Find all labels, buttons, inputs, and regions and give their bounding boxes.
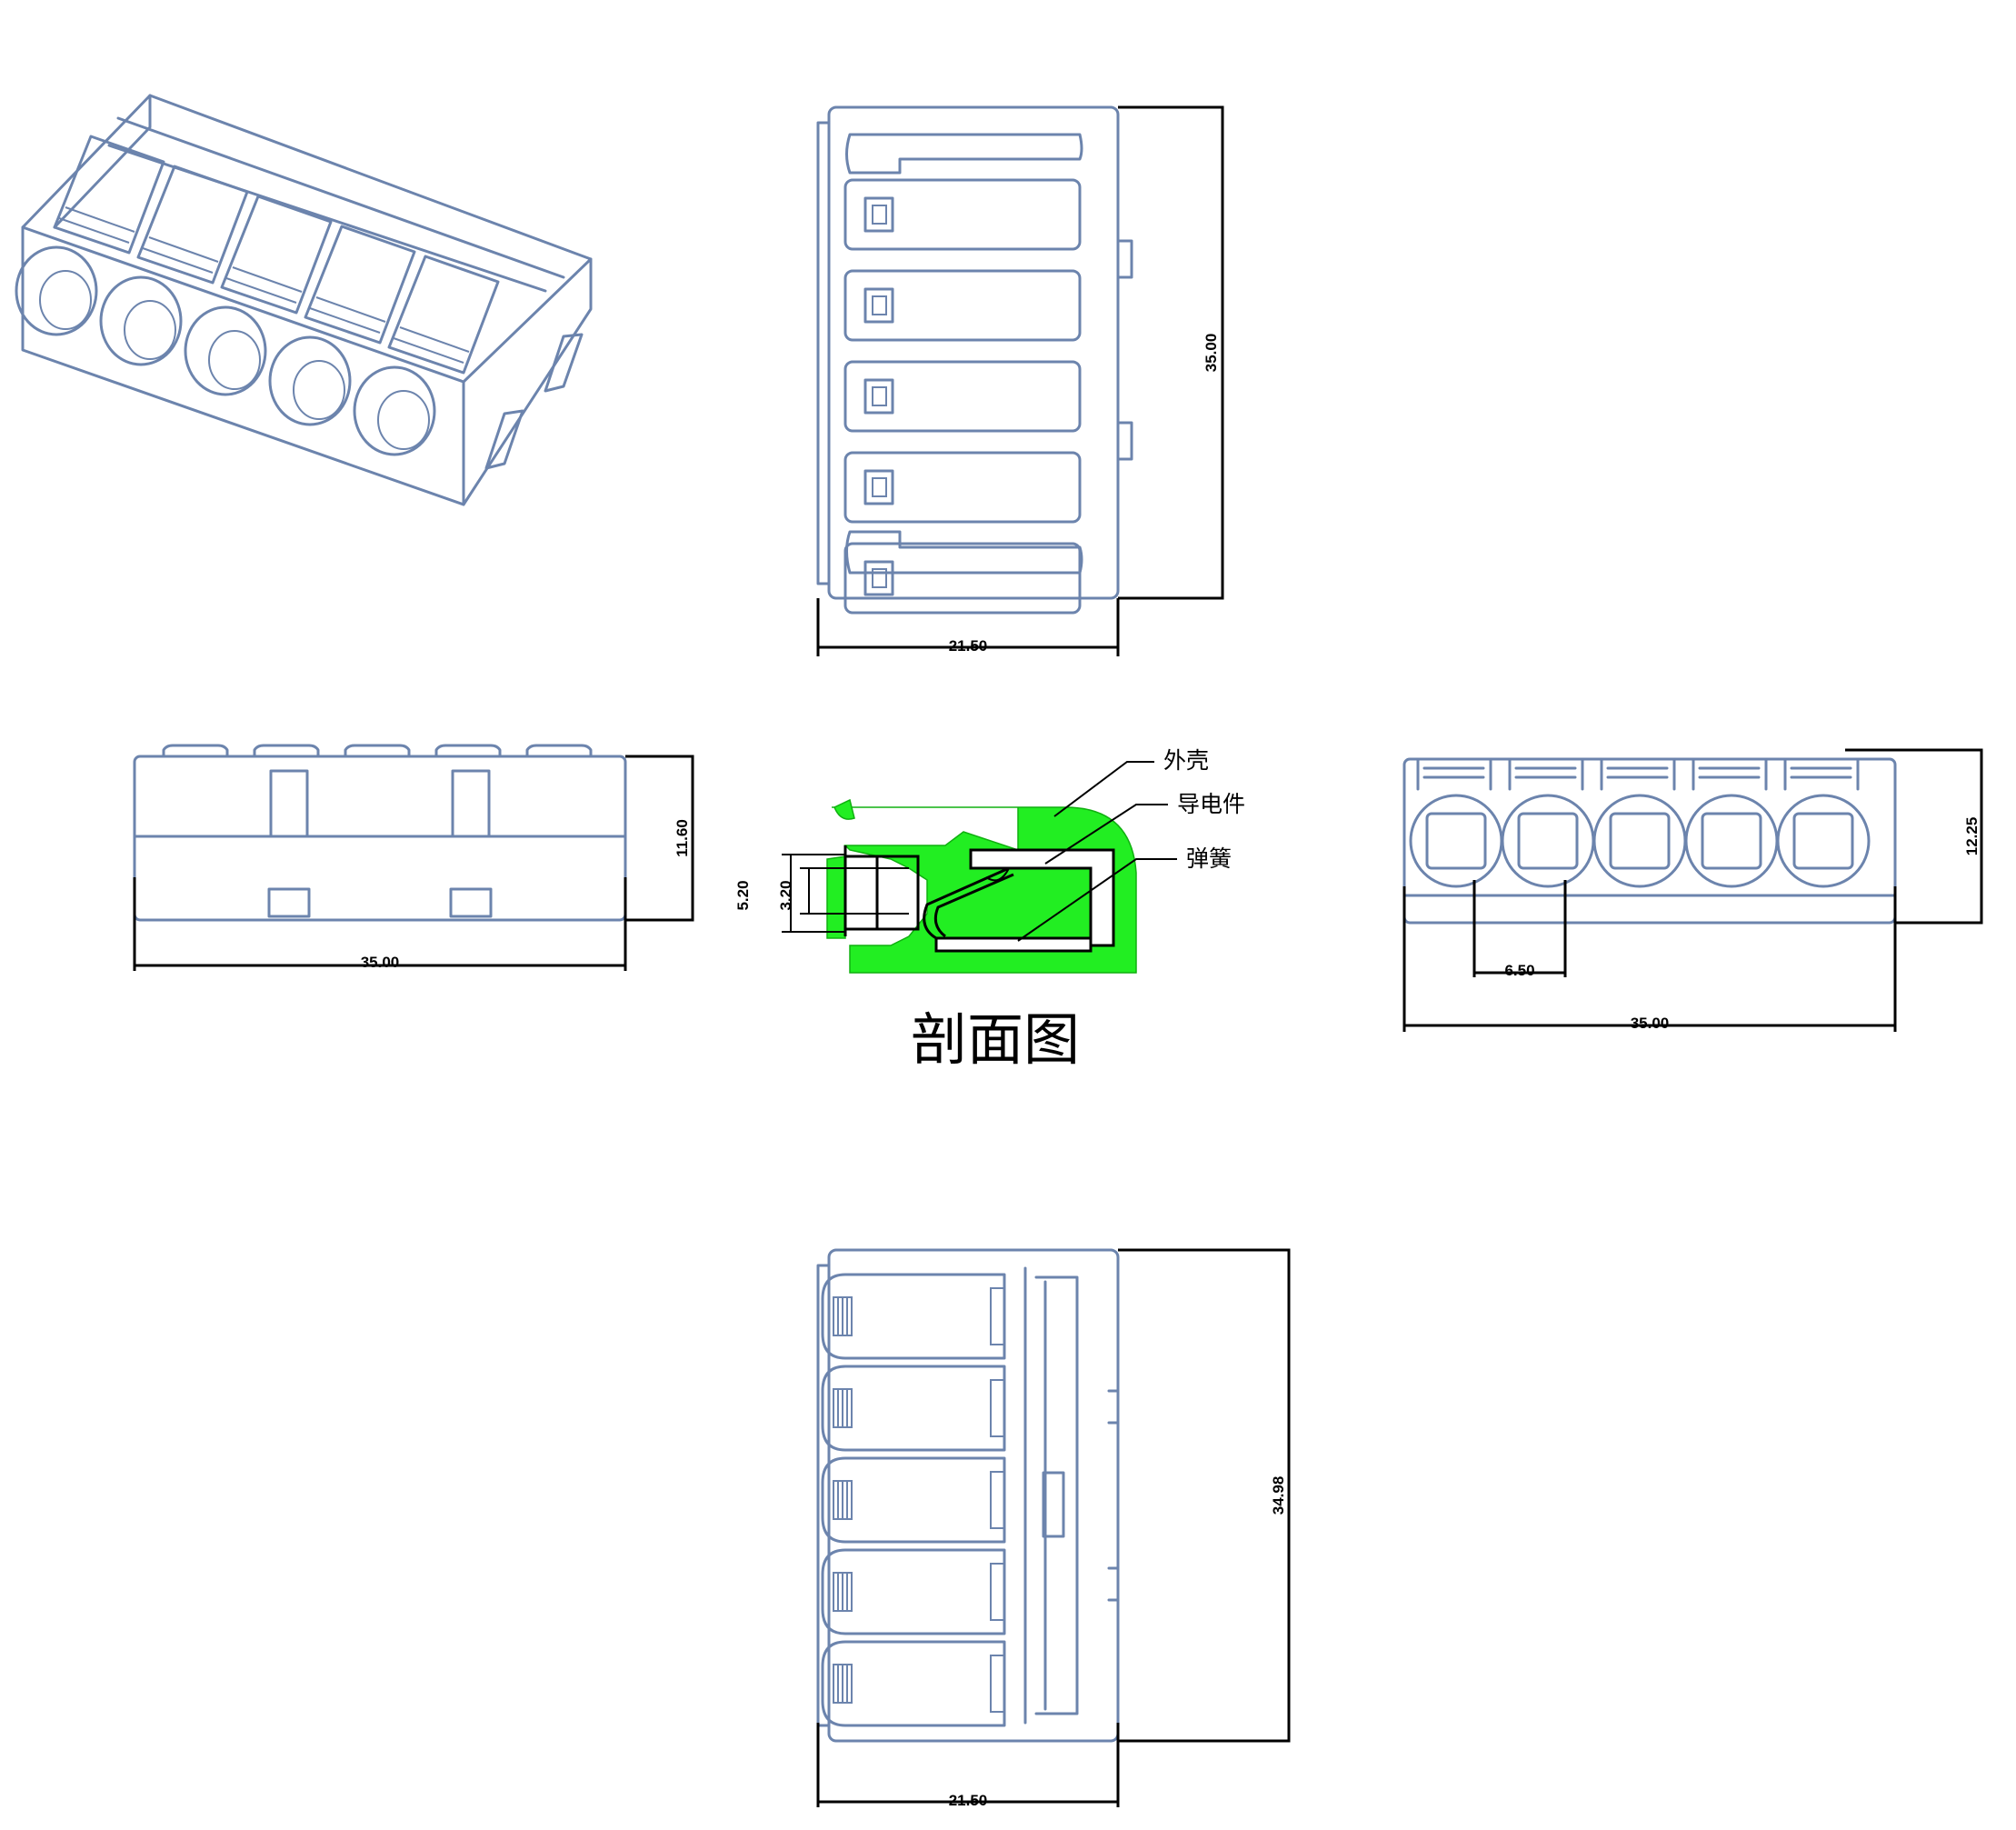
iso-lever-ridge (309, 296, 386, 334)
bottom-view-lever-end (990, 1655, 1005, 1713)
bottom-view-lever (821, 1365, 1006, 1452)
end-view-pitch-dim: 6.50 (1504, 962, 1534, 979)
iso-wire-hole-inner (124, 300, 176, 360)
end-view-lever-top (1600, 757, 1676, 791)
iso-lever-slot (136, 165, 249, 285)
iso-lever-slot (220, 195, 333, 315)
top-view-pole-slot (843, 360, 1082, 433)
front-view-height-dim: 11.60 (674, 819, 691, 857)
top-view-lever-window (863, 378, 894, 415)
front-view: 35.00 11.60 (133, 744, 694, 971)
end-view-wire-square (1425, 812, 1487, 870)
isometric-view (15, 94, 593, 506)
bottom-view-lever (821, 1548, 1006, 1635)
end-view-height-dim: 12.25 (1963, 817, 1981, 856)
bottom-view-lever-end (990, 1287, 1005, 1345)
iso-lever-slot (304, 225, 416, 345)
front-view-length-dim: 35.00 (361, 954, 400, 971)
end-view-wire-square (1517, 812, 1579, 870)
iso-lever-ridge (58, 206, 135, 244)
bottom-view-lever-end (990, 1379, 1005, 1437)
iso-wire-hole (353, 365, 436, 456)
bottom-view-lever (821, 1273, 1006, 1360)
bottom-view-lever-end (990, 1471, 1005, 1529)
top-view-width-dim: 21.50 (949, 637, 988, 655)
iso-lever-ridge (142, 236, 219, 274)
top-view: 21.50 35.00 (816, 105, 1224, 656)
callout-shell: 外壳 (1163, 747, 1209, 774)
end-view-wire-square (1609, 812, 1671, 870)
iso-wire-hole (15, 245, 98, 336)
iso-wire-hole (268, 335, 352, 426)
iso-wire-hole-inner (377, 390, 430, 450)
top-view-lever-window (863, 287, 894, 324)
bottom-view-lever (821, 1640, 1006, 1727)
front-view-lever-tab (162, 744, 229, 758)
top-view-lever-window (863, 469, 894, 505)
end-view-wire-square (1792, 812, 1854, 870)
front-view-lever-tab (253, 744, 320, 758)
iso-wire-hole (99, 275, 183, 366)
top-view-lever-window (863, 560, 894, 596)
top-view-height-dim: 35.00 (1203, 334, 1220, 373)
bottom-view-width-dim: 21.50 (949, 1792, 988, 1809)
section-title: 剖面图 (911, 1006, 1080, 1073)
top-view-lever-window-inner (872, 477, 887, 497)
bottom-view-height-dim: 34.98 (1270, 1476, 1287, 1515)
top-view-lever-window-inner (872, 386, 887, 406)
top-view-lever-window-inner (872, 205, 887, 225)
callout-conductor: 导电件 (1177, 791, 1245, 817)
section-view: 5.20 3.20 外壳 导电件 弹簧 剖面图 (734, 747, 1245, 1073)
end-view-wire-square (1701, 812, 1762, 870)
top-view-pole-slot (843, 451, 1082, 524)
iso-lever-ridge (393, 326, 470, 364)
end-view: 35.00 6.50 12.25 (1402, 748, 1983, 1032)
front-view-lever-tab (434, 744, 502, 758)
section-dim-outer: 5.20 (734, 880, 752, 910)
top-view-lever-window-inner (872, 568, 887, 588)
iso-wire-hole (184, 305, 267, 396)
end-view-lever-top (1508, 757, 1584, 791)
top-view-pole-slot (843, 269, 1082, 342)
callout-spring: 弹簧 (1186, 845, 1232, 872)
bottom-view-lever-ridges (837, 1297, 848, 1335)
iso-wire-hole-inner (39, 270, 92, 330)
bottom-view-lever-ridges (837, 1573, 848, 1611)
bottom-view-lever-end (990, 1563, 1005, 1621)
iso-wire-hole-inner (293, 360, 345, 420)
iso-lever-ridge (225, 266, 303, 304)
iso-wire-hole-inner (208, 330, 261, 390)
end-view-lever-top (1692, 757, 1768, 791)
iso-lever-slot (387, 255, 500, 375)
end-view-wire-hole (1409, 794, 1503, 888)
iso-lever-slot (53, 135, 165, 255)
top-view-pole-slot (843, 178, 1082, 251)
bottom-view-lever (821, 1456, 1006, 1544)
end-view-length-dim: 35.00 (1631, 1015, 1670, 1032)
bottom-view-lever-ridges (837, 1481, 848, 1519)
top-view-lever-window-inner (872, 295, 887, 315)
top-view-pole-slot (843, 542, 1082, 615)
end-view-lever-top (1416, 757, 1492, 791)
end-view-wire-hole (1501, 794, 1595, 888)
end-view-wire-hole (1776, 794, 1871, 888)
bottom-view: 21.50 34.98 (816, 1248, 1291, 1809)
end-view-wire-hole (1592, 794, 1687, 888)
bottom-view-lever-ridges (837, 1389, 848, 1427)
end-view-lever-top (1783, 757, 1860, 791)
top-view-lever-window (863, 196, 894, 233)
bottom-view-lever-ridges (837, 1665, 848, 1703)
end-view-wire-hole (1684, 794, 1779, 888)
section-dim-inner: 3.20 (777, 880, 794, 910)
front-view-lever-tab (344, 744, 411, 758)
front-view-lever-tab (525, 744, 593, 758)
